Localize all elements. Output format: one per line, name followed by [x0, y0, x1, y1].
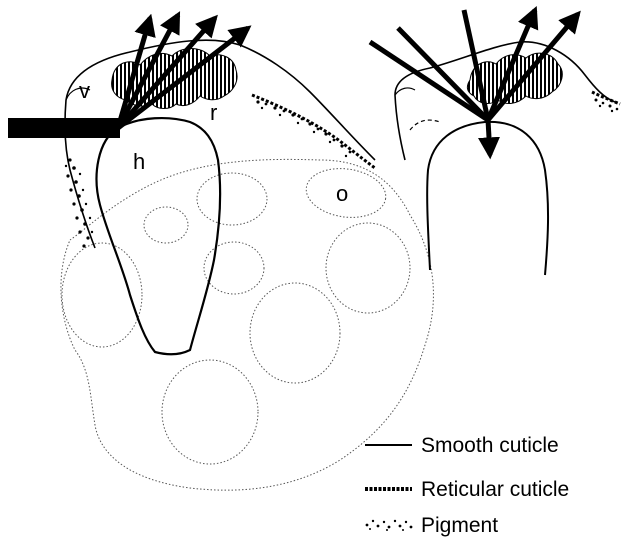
body-outline-dotted	[61, 159, 433, 490]
legend-label-pigment: Pigment	[421, 514, 498, 537]
incoming-light-beam	[8, 118, 120, 138]
ray-down	[488, 120, 490, 155]
legend-item-reticular: Reticular cuticle	[365, 478, 569, 501]
legend-label-reticular: Reticular cuticle	[421, 478, 569, 501]
vesicle-small-left	[144, 207, 188, 243]
right-section	[370, 10, 620, 275]
h-organ-outline	[97, 118, 221, 354]
label-h: h	[133, 149, 145, 174]
right-inner-bump	[395, 88, 415, 95]
label-r: r	[210, 100, 217, 125]
legend-item-pigment: Pigment	[366, 514, 499, 537]
label-v: v	[79, 78, 90, 103]
legend-item-smooth: Smooth cuticle	[365, 434, 559, 457]
right-inner-dashed	[410, 120, 440, 130]
reticular-cuticle-right	[592, 92, 620, 104]
vesicle-right-mid	[326, 223, 410, 313]
vesicle-center-large	[250, 283, 340, 383]
label-o: o	[336, 181, 348, 206]
legend-swatch-pigment	[366, 520, 413, 531]
vesicle-bottom-large	[162, 360, 258, 464]
legend-label-smooth: Smooth cuticle	[421, 434, 559, 457]
left-section: v r h o	[8, 15, 433, 490]
vesicle-top	[197, 173, 267, 225]
pigment-right-left	[256, 100, 351, 157]
pigment-right-edge	[595, 99, 619, 113]
legend: Smooth cuticle Reticular cuticle Pigment	[365, 434, 569, 537]
